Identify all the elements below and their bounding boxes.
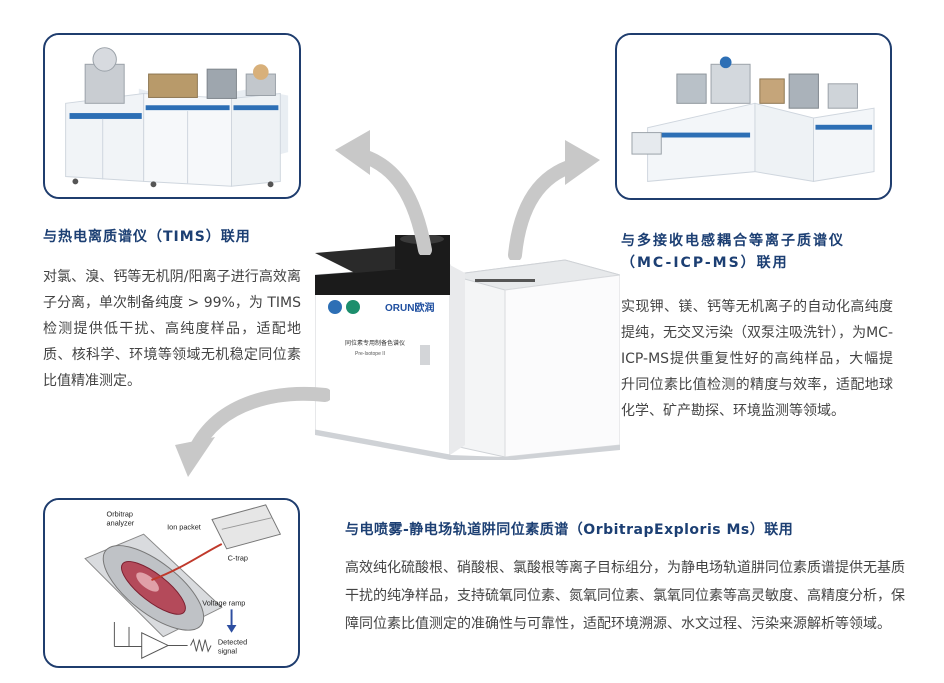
tims-section-title: 与热电离质谱仪（TIMS）联用	[43, 229, 251, 245]
mc-icp-ms-section-body: 实现钾、镁、钙等无机离子的自动化高纯度提纯，无交叉污染（双泵注吸洗针），为MC-…	[621, 299, 893, 419]
orbitrap-section-body: 高效纯化硫酸根、硝酸根、氯酸根等离子目标组分，为静电场轨道肼同位素质谱提供无基质…	[345, 560, 905, 632]
c-trap-label: C-trap	[228, 554, 248, 563]
arrow-up-right-icon	[508, 140, 600, 260]
mc-icp-ms-instrument-image	[615, 33, 892, 200]
tims-instrument-image	[43, 33, 301, 199]
device-name-text: 同位素专用制备色谱仪	[345, 339, 405, 347]
mc-icp-ms-section-title: 与多接收电感耦合等离子质谱仪（MC-ICP-MS）联用	[621, 233, 845, 271]
tims-section-body: 对氯、溴、钙等无机阴/阳离子进行高效离子分离，单次制备纯度 > 99%，为 TI…	[43, 269, 301, 389]
arrow-down-left-icon	[175, 386, 330, 477]
device-model-text: Pre-Isotope II	[355, 351, 385, 357]
brand-logo: ORUN欧润	[385, 301, 434, 314]
isotope-preparation-chromatograph-image: ORUN欧润 同位素专用制备色谱仪 Pre-Isotope II	[314, 234, 621, 461]
ion-packet-label: Ion packet	[167, 522, 201, 531]
orbitrap-section-title: 与电喷雾-静电场轨道阱同位素质谱（OrbitrapExploris Ms）联用	[345, 522, 794, 538]
arrow-up-left-icon	[335, 130, 432, 255]
voltage-ramp-label: Voltage ramp	[202, 598, 245, 607]
